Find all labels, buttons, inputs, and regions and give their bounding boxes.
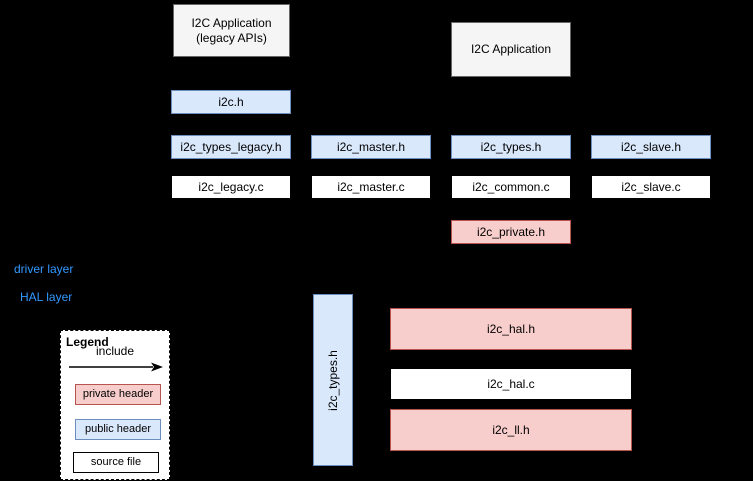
node-i2c-hal-c: i2c_hal.c	[390, 368, 632, 400]
node-i2c-slave-h: i2c_slave.h	[591, 135, 711, 159]
node-i2c-ll-h: i2c_ll.h	[390, 409, 632, 451]
node-app-legacy-line2: (legacy APIs)	[196, 30, 267, 45]
driver-layer-label: driver layer	[14, 262, 74, 276]
node-i2c-common-c: i2c_common.c	[451, 175, 571, 199]
node-i2c-types-h-vertical: i2c_types.h	[313, 294, 353, 466]
node-i2c-master-h: i2c_master.h	[311, 135, 431, 159]
node-i2c-types-h-vertical-label: i2c_types.h	[325, 349, 340, 411]
node-i2c-legacy-c: i2c_legacy.c	[171, 175, 291, 199]
node-app: I2C Application	[451, 22, 571, 77]
node-i2c-hal-h: i2c_hal.h	[390, 308, 632, 350]
node-i2c-types-h: i2c_types.h	[451, 135, 571, 159]
legend: Legend include private header public hea…	[60, 330, 170, 480]
node-i2c-types-legacy-h: i2c_types_legacy.h	[171, 135, 291, 159]
include-arrow-icon	[69, 362, 163, 372]
node-app-legacy-line1: I2C Application	[191, 15, 272, 30]
node-i2c-slave-c: i2c_slave.c	[591, 175, 711, 199]
legend-include-label: include	[95, 344, 135, 358]
node-i2c-private-h: i2c_private.h	[451, 220, 571, 244]
layer-separator	[0, 281, 753, 282]
legend-private-header-swatch: private header	[75, 384, 161, 405]
node-i2c-h: i2c.h	[171, 90, 291, 114]
node-i2c-master-c: i2c_master.c	[311, 175, 431, 199]
node-app-legacy: I2C Application (legacy APIs)	[173, 4, 290, 57]
legend-public-header-swatch: public header	[75, 419, 161, 440]
legend-title: Legend	[66, 335, 109, 349]
hal-layer-label: HAL layer	[20, 290, 73, 304]
legend-source-file-swatch: source file	[73, 452, 159, 473]
